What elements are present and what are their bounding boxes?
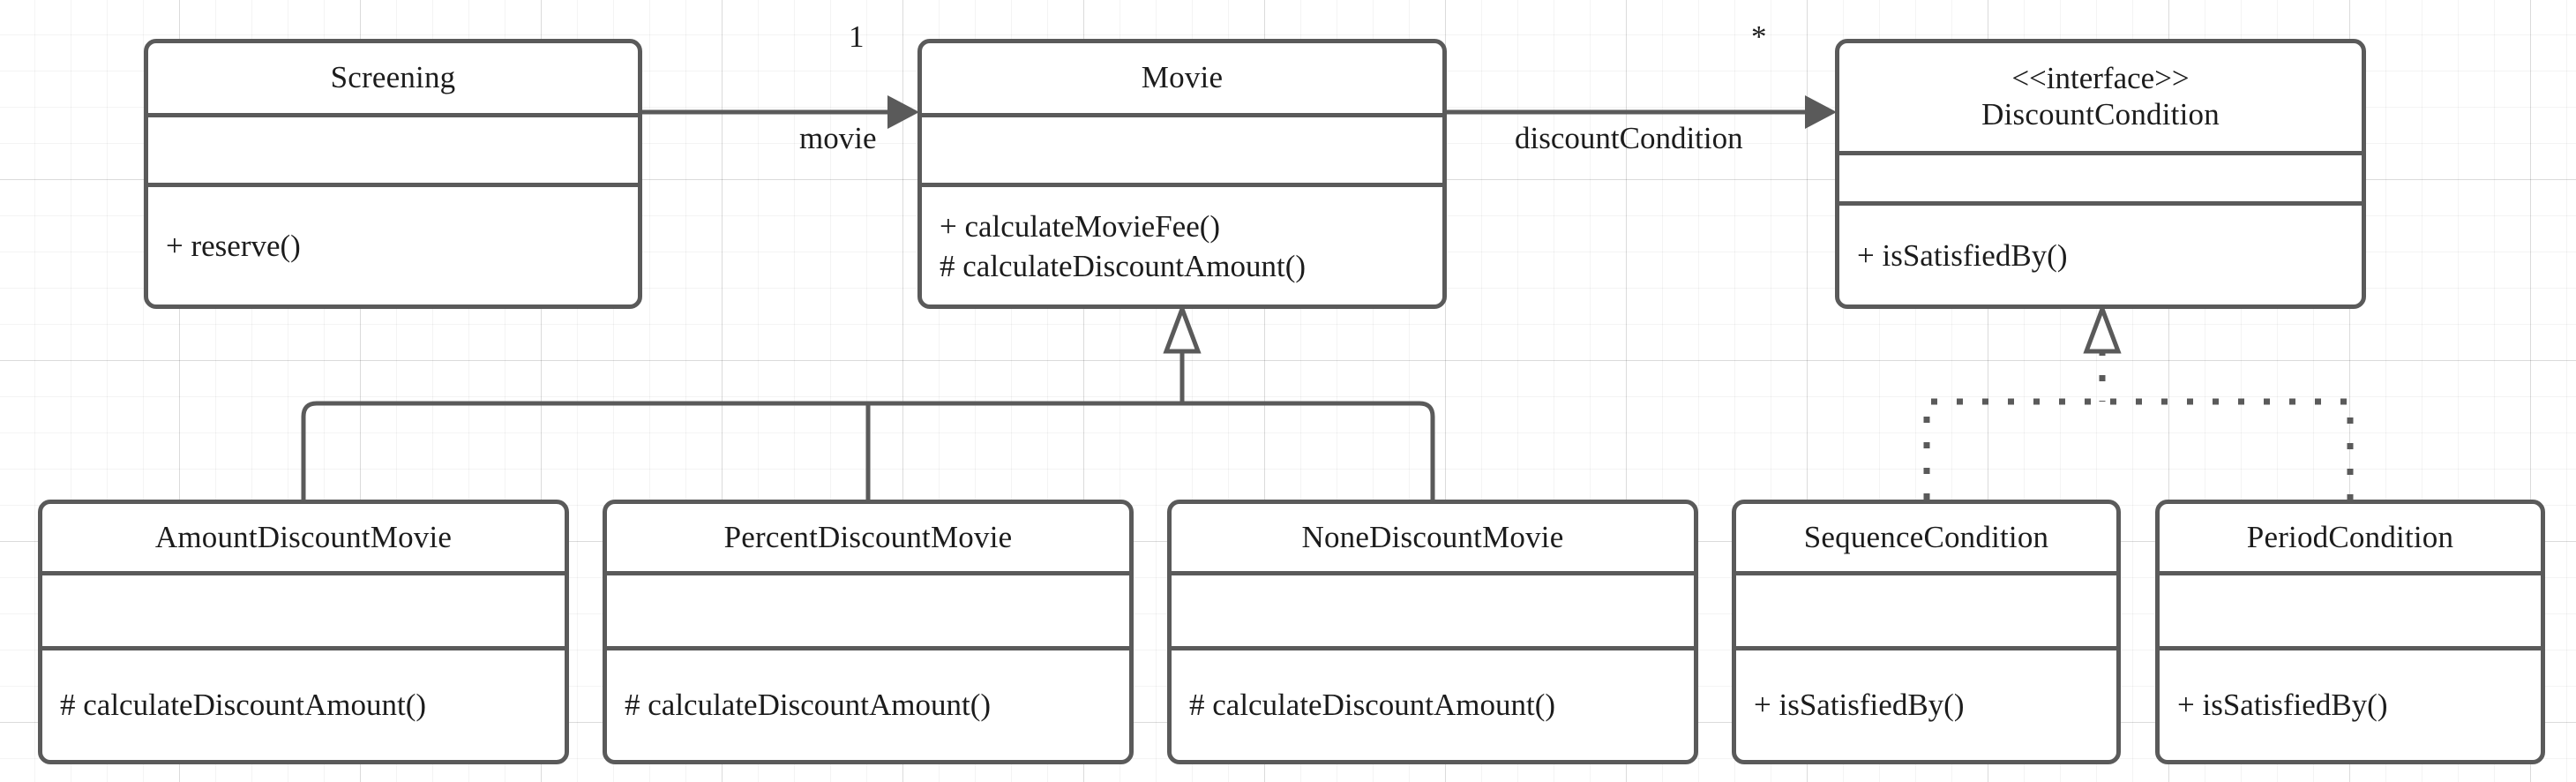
operation-item: # calculateDiscountAmount()	[60, 688, 427, 723]
operation-item: + isSatisfiedBy()	[1857, 237, 2068, 273]
role-label-discountcondition: discountCondition	[1515, 121, 1743, 155]
operation-item: + isSatisfiedBy()	[1754, 688, 1965, 723]
class-box-sequence-condition[interactable]: SequenceCondition + isSatisfiedBy()	[1732, 500, 2121, 764]
class-box-percent-discount-movie[interactable]: PercentDiscountMovie # calculateDiscount…	[603, 500, 1134, 764]
class-operations-compartment: + reserve()	[148, 183, 638, 305]
class-box-none-discount-movie[interactable]: NoneDiscountMovie # calculateDiscountAmo…	[1167, 500, 1698, 764]
class-name-compartment: PeriodCondition	[2160, 504, 2541, 571]
class-name-compartment: AmountDiscountMovie	[42, 504, 565, 571]
association-screening-movie	[642, 95, 919, 129]
association-movie-discountcondition	[1447, 95, 1837, 129]
multiplicity-movie-discountcondition: *	[1751, 19, 1767, 54]
class-operations-compartment: + calculateMovieFee() # calculateDiscoun…	[922, 183, 1442, 305]
role-label-movie: movie	[799, 121, 877, 155]
class-attributes-compartment	[1172, 571, 1694, 646]
operation-item: + reserve()	[166, 229, 301, 264]
class-name-compartment: Movie	[922, 43, 1442, 113]
stereotype-label: <<interface>>	[2011, 61, 2190, 96]
class-operations-compartment: # calculateDiscountAmount()	[42, 646, 565, 760]
class-name-compartment: Screening	[148, 43, 638, 113]
class-operations-compartment: # calculateDiscountAmount()	[607, 646, 1129, 760]
interface-name-compartment: <<interface>> DiscountCondition	[1839, 43, 2362, 151]
class-attributes-compartment	[42, 571, 565, 646]
class-box-screening[interactable]: Screening + reserve()	[144, 39, 642, 309]
class-operations-compartment: + isSatisfiedBy()	[1839, 201, 2362, 305]
class-name-sequence-condition: SequenceCondition	[1803, 519, 2049, 554]
class-name-compartment: NoneDiscountMovie	[1172, 504, 1694, 571]
class-name-screening: Screening	[330, 60, 456, 95]
class-attributes-compartment	[1736, 571, 2116, 646]
class-name-movie: Movie	[1141, 60, 1224, 95]
class-attributes-compartment	[1839, 151, 2362, 201]
class-name-compartment: PercentDiscountMovie	[607, 504, 1129, 571]
class-box-period-condition[interactable]: PeriodCondition + isSatisfiedBy()	[2155, 500, 2545, 764]
class-name-compartment: SequenceCondition	[1736, 504, 2116, 571]
class-name-amount-discount-movie: AmountDiscountMovie	[154, 519, 453, 554]
class-operations-compartment: + isSatisfiedBy()	[2160, 646, 2541, 760]
class-operations-compartment: # calculateDiscountAmount()	[1172, 646, 1694, 760]
class-box-movie[interactable]: Movie + calculateMovieFee() # calculateD…	[917, 39, 1447, 309]
operation-item: + calculateMovieFee()	[940, 208, 1221, 244]
class-name-discount-condition: DiscountCondition	[1981, 97, 2220, 132]
class-name-period-condition: PeriodCondition	[2246, 519, 2454, 554]
class-box-discount-condition[interactable]: <<interface>> DiscountCondition + isSati…	[1835, 39, 2366, 309]
operation-item: # calculateDiscountAmount()	[625, 688, 992, 723]
class-attributes-compartment	[607, 571, 1129, 646]
operation-item: + isSatisfiedBy()	[2177, 688, 2388, 723]
operation-item: # calculateDiscountAmount()	[940, 249, 1307, 283]
class-name-percent-discount-movie: PercentDiscountMovie	[723, 519, 1013, 554]
realization-tree-discountcondition	[1923, 302, 2354, 500]
class-attributes-compartment	[148, 113, 638, 183]
class-attributes-compartment	[922, 113, 1442, 183]
generalization-tree-movie	[301, 302, 1435, 500]
operation-item: # calculateDiscountAmount()	[1189, 688, 1556, 723]
class-name-none-discount-movie: NoneDiscountMovie	[1301, 519, 1564, 554]
class-attributes-compartment	[2160, 571, 2541, 646]
class-operations-compartment: + isSatisfiedBy()	[1736, 646, 2116, 760]
multiplicity-screening-movie: 1	[849, 19, 865, 54]
class-box-amount-discount-movie[interactable]: AmountDiscountMovie # calculateDiscountA…	[38, 500, 569, 764]
